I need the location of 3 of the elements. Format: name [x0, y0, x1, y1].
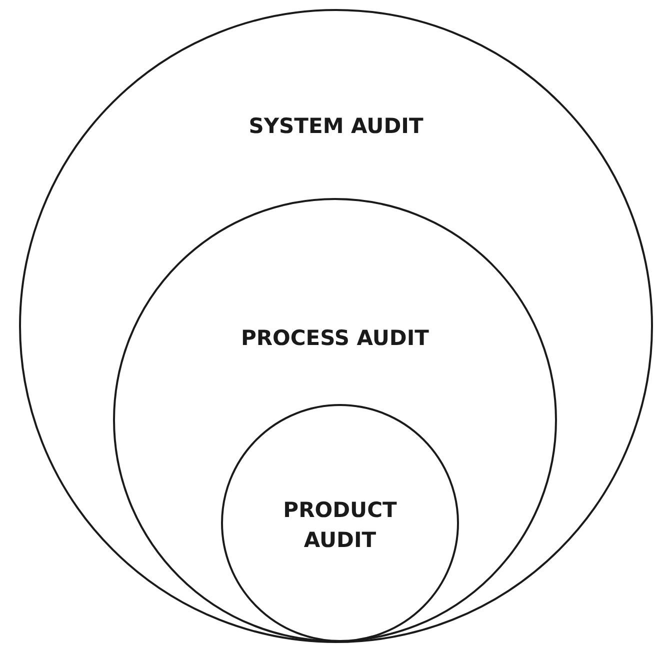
circle-label: PROCESS AUDIT — [240, 325, 430, 352]
circle-label: PRODUCT AUDIT — [282, 497, 398, 554]
circle-label: SYSTEM AUDIT — [248, 113, 424, 140]
